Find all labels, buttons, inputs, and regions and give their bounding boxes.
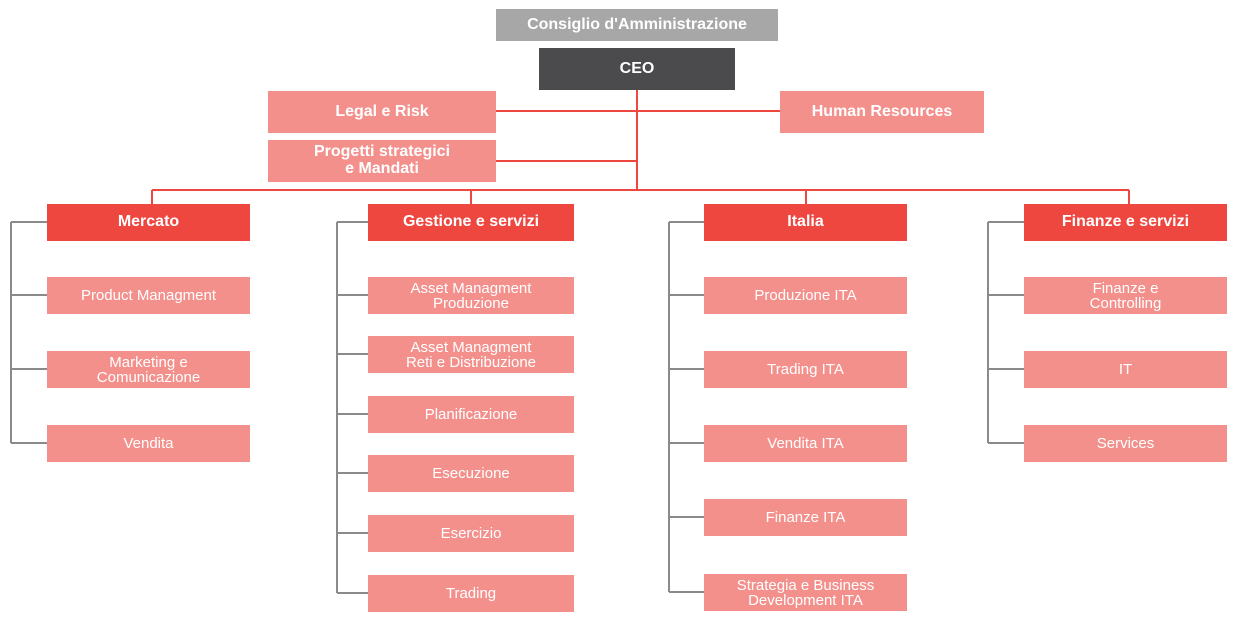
- unit-marketing-comunicazione: Marketing e Comunicazione: [47, 351, 250, 388]
- unit-vendita-ita: Vendita ITA: [704, 425, 907, 462]
- unit-produzione-ita: Produzione ITA: [704, 277, 907, 314]
- unit-asset-managment-reti: Asset Managment Reti e Distribuzione: [368, 336, 574, 373]
- unit-product-managment: Product Managment: [47, 277, 250, 314]
- unit-trading-ita: Trading ITA: [704, 351, 907, 388]
- ceo-box: CEO: [539, 48, 735, 90]
- legal-risk-box: Legal e Risk: [268, 91, 496, 133]
- unit-finanze-controlling: Finanze e Controlling: [1024, 277, 1227, 314]
- unit-esercizio: Esercizio: [368, 515, 574, 552]
- unit-trading: Trading: [368, 575, 574, 612]
- department-italia: Italia: [704, 204, 907, 241]
- unit-services: Services: [1024, 425, 1227, 462]
- department-gestione-servizi: Gestione e servizi: [368, 204, 574, 241]
- unit-finanze-ita: Finanze ITA: [704, 499, 907, 536]
- grey-connectors: [10, 221, 1024, 594]
- department-finanze-servizi: Finanze e servizi: [1024, 204, 1227, 241]
- unit-strategia-business-ita: Strategia e Business Development ITA: [704, 574, 907, 611]
- unit-it: IT: [1024, 351, 1227, 388]
- red-connectors: [151, 90, 1130, 204]
- department-mercato: Mercato: [47, 204, 250, 241]
- unit-planificazione: Planificazione: [368, 396, 574, 433]
- unit-esecuzione: Esecuzione: [368, 455, 574, 492]
- board-box: Consiglio d'Amministrazione: [496, 9, 778, 41]
- human-resources-box: Human Resources: [780, 91, 984, 133]
- strategic-projects-box: Progetti strategici e Mandati: [268, 140, 496, 182]
- unit-vendita: Vendita: [47, 425, 250, 462]
- unit-asset-managment-produzione: Asset Managment Produzione: [368, 277, 574, 314]
